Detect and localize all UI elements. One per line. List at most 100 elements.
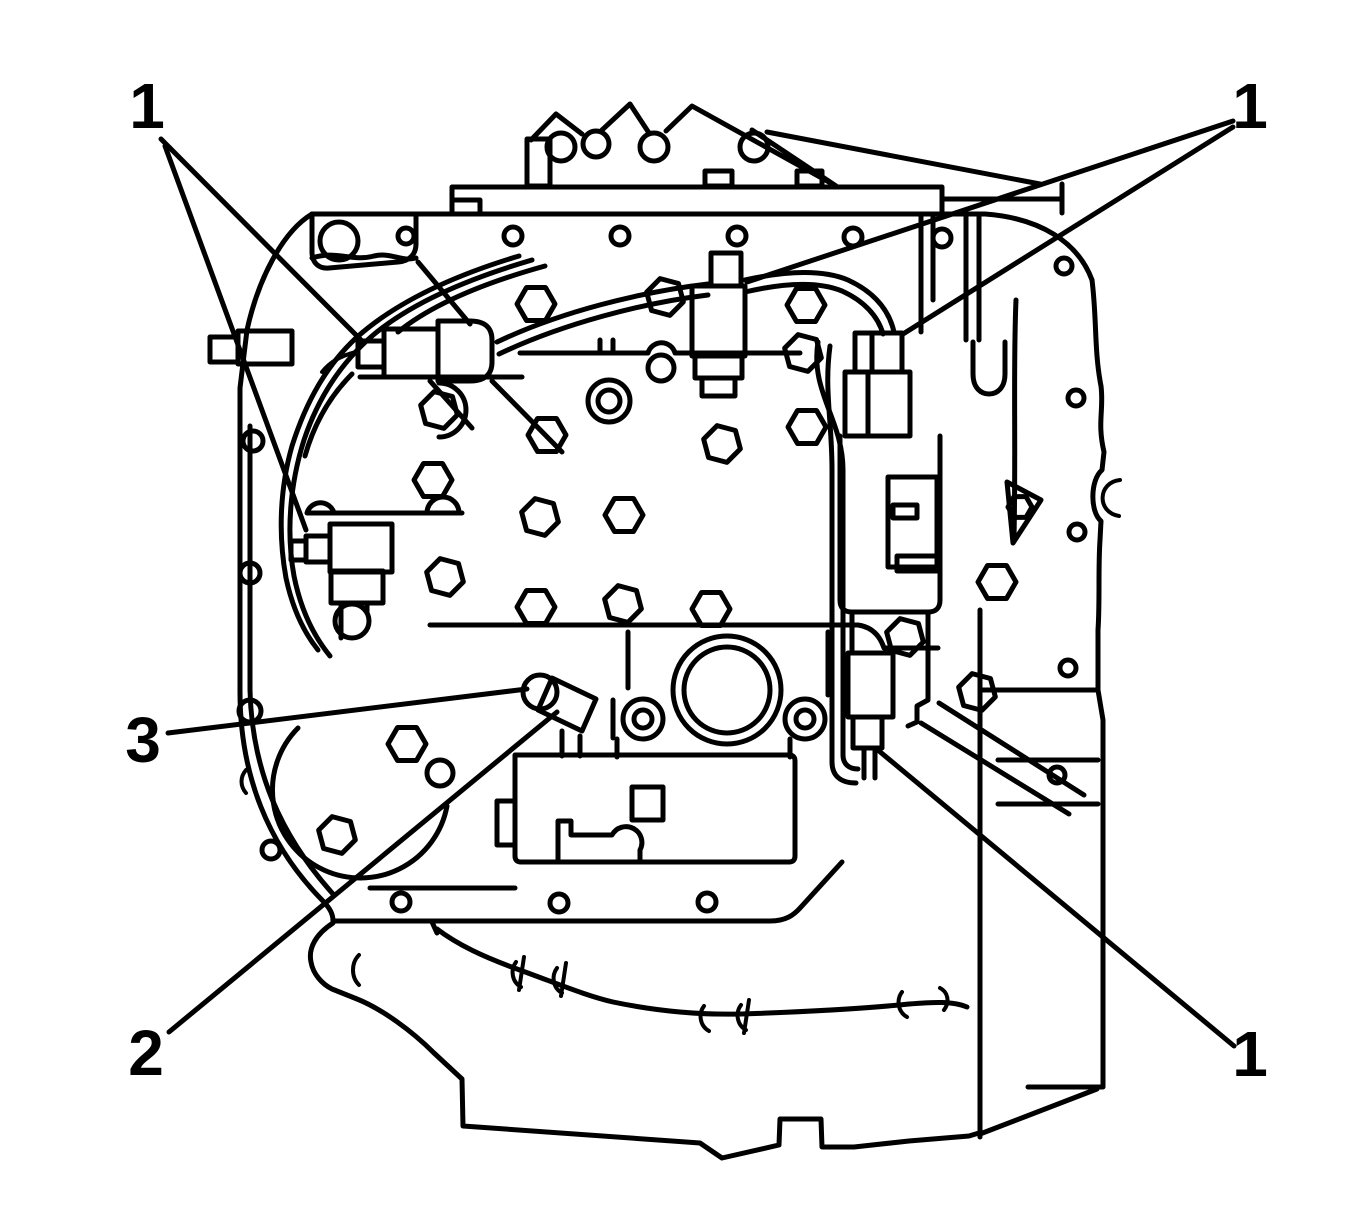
bolt-boss-inner <box>793 707 817 731</box>
leader-line-1-lower-right <box>876 748 1237 1049</box>
callout-2-lower-left: 2 <box>128 1017 164 1089</box>
callout-1-upper-left: 1 <box>129 70 165 142</box>
right-rib <box>1011 297 1019 541</box>
bolt-hole <box>1046 764 1068 786</box>
ring-boss-inner <box>595 387 623 415</box>
leader-line-1-upper-left-a <box>158 136 365 344</box>
bolt-hole <box>1053 255 1075 277</box>
solenoid-top-middle <box>689 250 748 399</box>
solenoid-lower-right <box>845 650 896 781</box>
solenoid-connector-nub <box>303 533 333 565</box>
fitting-legs <box>559 728 583 759</box>
plate-window <box>629 784 666 823</box>
pan-hook-mark <box>351 953 361 987</box>
plate-slot <box>555 818 645 865</box>
hex-bolt <box>787 289 825 322</box>
harness-right-drop <box>814 339 861 772</box>
pan-outline <box>307 920 982 1161</box>
bracket-slot <box>894 553 940 574</box>
hex-bolt <box>954 671 999 713</box>
solenoid-connector <box>850 714 885 751</box>
harness-top-arc <box>742 281 886 337</box>
bolt-boss-inner <box>631 707 655 731</box>
corner-bracket-small-hole <box>395 225 417 247</box>
extension-braces <box>918 700 1087 817</box>
callout-1-lower-right: 1 <box>1232 1018 1268 1090</box>
hex-bolt <box>517 288 555 321</box>
hex-bolt <box>314 814 359 856</box>
hex-bolt <box>978 566 1016 599</box>
elbow-fitting <box>535 675 599 734</box>
pan-hook-mark <box>735 998 751 1035</box>
extension-top <box>977 687 1106 1090</box>
harness-left-run <box>287 257 535 659</box>
solenoid-foot <box>692 353 745 381</box>
hex-bolt <box>605 499 643 532</box>
callout-1-upper-right: 1 <box>1232 70 1268 142</box>
pressure-switch-bracket <box>837 433 943 663</box>
hex-bolt <box>692 593 730 626</box>
bolt-hole <box>1065 387 1087 409</box>
hex-bolt <box>600 583 645 625</box>
solenoid-bracket <box>328 568 386 606</box>
check-ball-assembly <box>520 672 599 759</box>
rail-zigzag-wire <box>528 101 1043 189</box>
solenoid-foot-lower <box>699 375 738 399</box>
plate-edge-ticks <box>597 337 616 356</box>
rail-ring <box>580 128 612 160</box>
extension-bottom-diagonal <box>977 1086 1100 1137</box>
bolt-boss-outer <box>620 696 666 742</box>
plate-tab <box>494 798 518 848</box>
bolt-hole <box>259 838 283 862</box>
right-case-edge <box>1089 277 1107 693</box>
pan-hook-mark <box>896 986 950 1019</box>
harness-right-drop <box>825 343 859 786</box>
bolt-hole <box>930 226 954 250</box>
pan-flange <box>330 859 845 924</box>
hex-bolt <box>388 728 426 761</box>
bracket-step-right <box>905 657 931 729</box>
case-structure <box>207 101 1122 1161</box>
left-mount-tab <box>207 328 295 367</box>
pan-hook-mark <box>551 961 568 998</box>
corner-bracket-hole <box>317 219 361 263</box>
solenoid-connector <box>852 330 905 375</box>
plate-outline <box>512 752 798 865</box>
callouts: 1 1 3 2 1 <box>125 70 1268 1090</box>
hex-boss-arc <box>436 380 469 440</box>
right-c-notch <box>1100 478 1122 518</box>
plate-edge-mid <box>427 622 941 651</box>
hex-bolt <box>422 556 467 598</box>
harness-top-run <box>494 281 711 345</box>
left-case-edge-inner <box>247 423 336 897</box>
leader-line-2 <box>166 709 560 1035</box>
bolt-hole <box>547 891 571 915</box>
right-fork <box>970 339 1008 397</box>
rail-tab <box>702 168 735 189</box>
left-edge-notch <box>239 768 248 795</box>
bolt-hole <box>501 224 525 248</box>
harness-nub-wire <box>320 350 358 374</box>
leader-line-1-upper-left-b <box>162 143 309 533</box>
hex-bolt <box>414 464 452 497</box>
right-inner-verticals <box>918 211 982 343</box>
solenoid-base-plate <box>357 374 565 455</box>
solenoid-body <box>327 521 395 575</box>
hex-bolt <box>517 591 555 624</box>
rail-ring <box>637 130 671 164</box>
hex-bolt <box>517 496 562 538</box>
bracket-top-line <box>304 494 465 516</box>
solenoid-lower-left <box>288 494 465 641</box>
solenoid-body <box>845 650 896 720</box>
bolt-hole <box>240 428 266 454</box>
rail-ring <box>544 130 578 164</box>
harness-left-run <box>302 371 355 459</box>
round-opening-outer <box>670 633 784 747</box>
harness-left-run <box>395 263 548 335</box>
hex-bolt-heads <box>314 276 1016 856</box>
bolt-hole <box>725 224 749 248</box>
solenoid-upper-right <box>842 330 913 439</box>
solenoid-connector <box>708 250 744 289</box>
leader-line-1-upper-right-a <box>744 118 1236 285</box>
